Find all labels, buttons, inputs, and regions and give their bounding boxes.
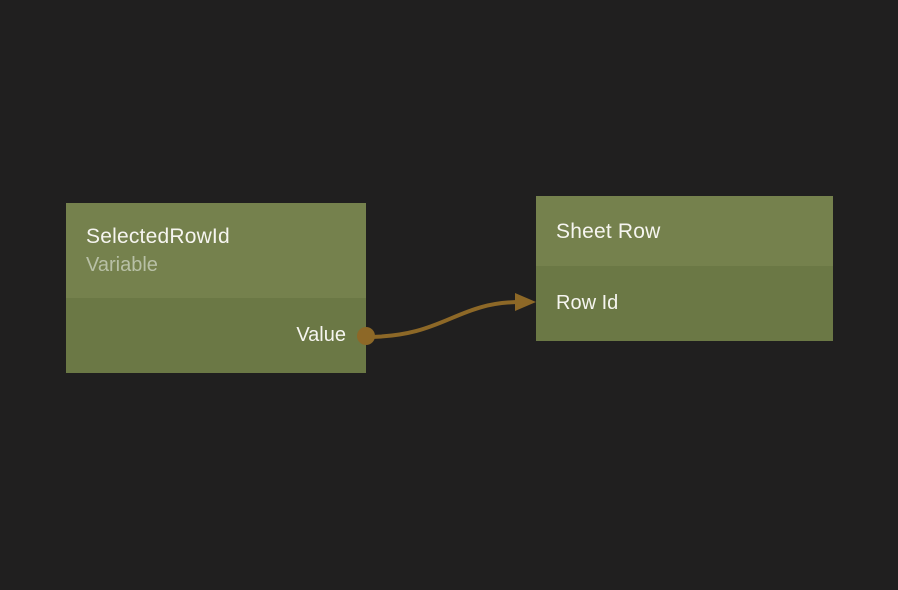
node-title: SelectedRowId — [86, 225, 230, 248]
output-port-label: Value — [296, 324, 346, 346]
node-body: Value — [66, 298, 375, 373]
input-port-label: Row Id — [556, 292, 619, 314]
node-header: SelectedRowId Variable — [66, 203, 366, 298]
node-selectedrowid[interactable]: SelectedRowId Variable Value — [66, 203, 375, 373]
node-sheet-row[interactable]: Sheet Row Row Id — [536, 196, 833, 341]
node-header: Sheet Row — [536, 196, 833, 266]
node-body: Row Id — [536, 266, 833, 341]
input-port-row-rowid[interactable]: Row Id — [536, 266, 833, 341]
node-subtitle: Variable — [86, 254, 158, 276]
node-title: Sheet Row — [556, 219, 661, 243]
output-port-dot[interactable] — [357, 326, 375, 345]
connection-wire[interactable] — [365, 300, 522, 339]
output-port-row-value[interactable]: Value — [66, 298, 375, 373]
